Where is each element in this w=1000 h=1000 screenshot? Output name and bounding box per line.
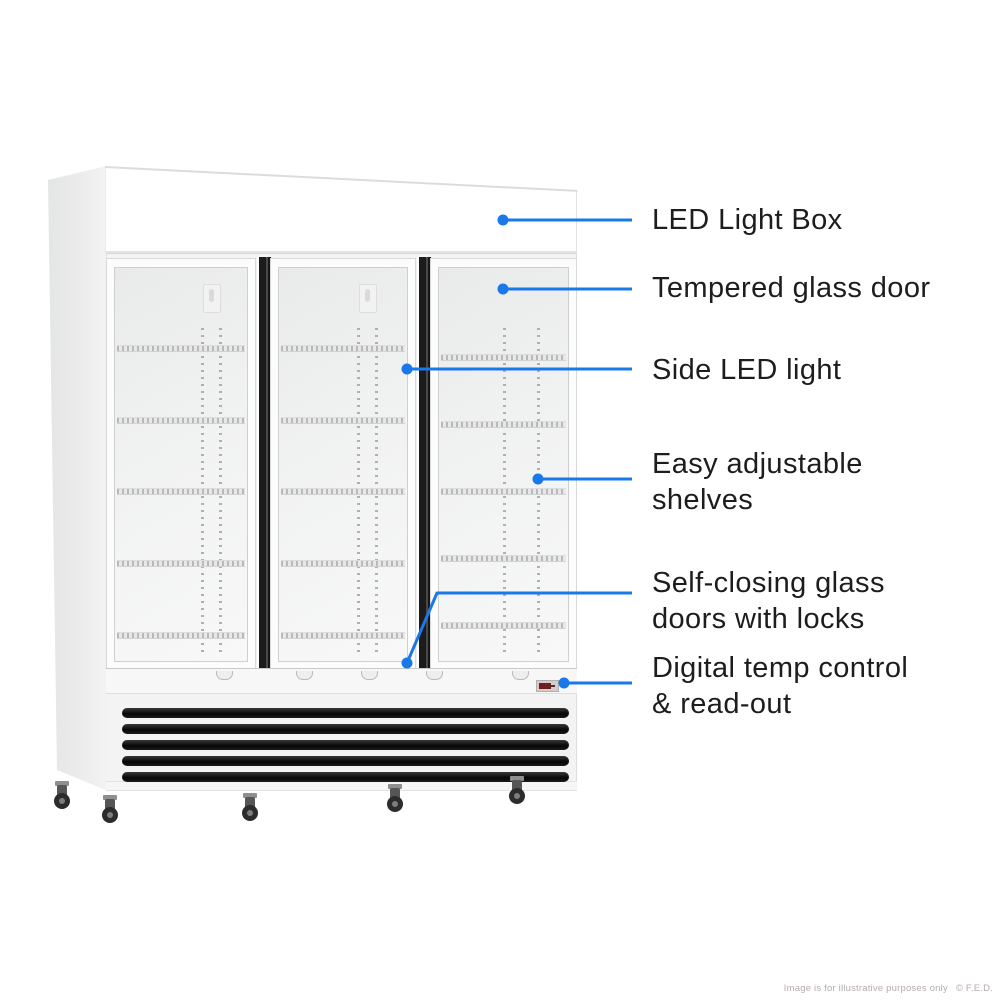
wire-shelf (281, 632, 405, 639)
wire-shelf (441, 421, 566, 428)
wire-shelf (441, 488, 566, 495)
door-lock (426, 671, 443, 680)
glass-door-right (430, 258, 577, 673)
wire-shelf (117, 345, 245, 352)
wire-shelf (281, 345, 405, 352)
vent-slat (122, 740, 569, 750)
label-digital-temp-control: Digital temp control & read-out (652, 652, 909, 720)
label-tempered-glass-door: Tempered glass door (652, 272, 931, 304)
door-glass (114, 267, 248, 662)
label-adjustable-shelves: Easy adjustable shelves (652, 448, 863, 516)
wire-shelf (441, 555, 566, 562)
door-glass (438, 267, 569, 662)
fridge-plinth (106, 782, 577, 791)
wire-shelf (441, 354, 566, 361)
temp-readout-screen (539, 683, 551, 689)
glass-door-middle (270, 258, 416, 673)
label-self-closing-doors: Self-closing glass doors with locks (652, 567, 885, 635)
copyright-text: © F.E.D. (955, 983, 993, 994)
wire-shelf (441, 622, 566, 629)
wire-shelf (117, 488, 245, 495)
wire-shelf (117, 417, 245, 424)
door-lock (361, 671, 378, 680)
door-lock (512, 671, 529, 680)
caster-wheel (238, 793, 264, 831)
ventilation-grille (106, 694, 577, 782)
door-glass (278, 267, 408, 662)
vent-slat (122, 756, 569, 766)
fridge-cabinet (106, 253, 577, 695)
wire-shelf (281, 488, 405, 495)
wire-shelf (117, 560, 245, 567)
fridge-side-panel (48, 166, 106, 790)
wire-shelf (117, 632, 245, 639)
vent-slat (122, 724, 569, 734)
wire-shelf (281, 560, 405, 567)
caster-wheel (383, 784, 409, 822)
vent-slat (122, 708, 569, 718)
digital-temp-display (536, 680, 559, 692)
door-lock (296, 671, 313, 680)
door-mullion-side-led (417, 257, 433, 674)
caster-wheel (505, 776, 531, 814)
door-lock (216, 671, 233, 680)
disclaimer-text: Image is for illustrative purposes only (783, 983, 948, 994)
shelf-bracket (359, 284, 377, 313)
wire-shelf (281, 417, 405, 424)
caster-wheel (98, 795, 124, 833)
label-side-led-light: Side LED light (652, 354, 842, 386)
vent-slat (122, 772, 569, 782)
shelf-bracket (203, 284, 221, 313)
caster-wheel (50, 781, 76, 819)
door-bottom-rail (106, 668, 577, 694)
glass-door-left (106, 258, 256, 673)
door-mullion (257, 257, 273, 674)
label-led-light-box: LED Light Box (652, 204, 843, 236)
footer-disclaimer: Image is for illustrative purposes only ©… (784, 983, 993, 994)
